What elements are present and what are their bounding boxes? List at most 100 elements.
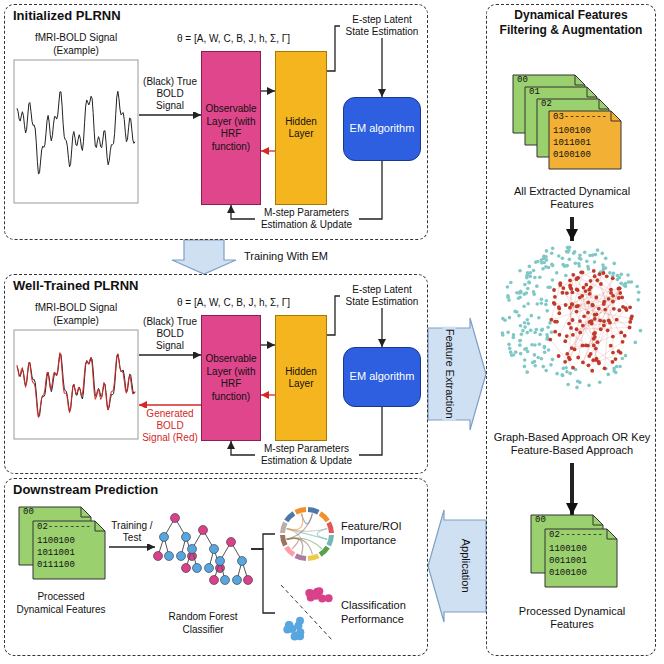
key-dot xyxy=(575,327,579,331)
graph-dot xyxy=(557,254,561,258)
key-dot xyxy=(619,331,623,335)
chord-arc xyxy=(319,511,330,522)
connector xyxy=(251,549,275,613)
feature-stack: Processed Dynamical Features0002--------… xyxy=(13,507,109,619)
graph-dot xyxy=(550,330,554,334)
graph-dot xyxy=(574,261,578,265)
graph-dot xyxy=(508,347,512,351)
key-dot xyxy=(594,296,598,300)
connector xyxy=(261,90,275,91)
graph-dot xyxy=(522,304,526,308)
key-dot xyxy=(609,291,613,295)
key-dot xyxy=(578,296,582,300)
graph-dot xyxy=(518,339,522,343)
node-illustration xyxy=(492,241,652,461)
graph-dot xyxy=(567,248,571,252)
graph-dot xyxy=(523,321,527,325)
key-dot xyxy=(549,318,553,322)
graph-dot xyxy=(545,309,549,313)
graph-dot xyxy=(606,373,610,377)
graph-edge xyxy=(551,283,560,320)
graph-dot xyxy=(608,271,612,275)
key-dot xyxy=(564,303,568,307)
graph-dot xyxy=(529,329,533,333)
graph-dot xyxy=(568,258,572,262)
graph-edge xyxy=(550,340,573,368)
key-dot xyxy=(599,282,603,286)
connector xyxy=(139,354,201,355)
edge-label: M-step Parameters Estimation & Update xyxy=(255,443,359,467)
card-fold xyxy=(95,521,105,531)
graph-dot xyxy=(532,269,536,273)
key-dot xyxy=(578,331,582,335)
graph-dot xyxy=(528,281,532,285)
key-dot xyxy=(598,319,602,323)
graph-dot xyxy=(588,254,592,258)
key-dot xyxy=(588,292,592,296)
graph-dot xyxy=(536,356,540,360)
graph-dot xyxy=(540,328,544,332)
panel-title: Initialized PLRNN xyxy=(13,8,121,24)
panel-title: Downstream Prediction xyxy=(13,482,158,498)
graph-dot xyxy=(619,282,623,286)
graph-dot xyxy=(545,249,549,253)
graph-dot xyxy=(519,324,523,328)
graph-dot xyxy=(518,339,522,343)
key-dot xyxy=(608,321,612,325)
key-dot xyxy=(602,319,606,323)
card-fold xyxy=(611,111,621,121)
key-dot xyxy=(593,335,597,339)
key-dot xyxy=(603,366,607,370)
feature-code: 0111100 xyxy=(37,561,75,571)
graph-dot xyxy=(540,328,544,332)
key-dot xyxy=(598,272,602,276)
em-box: EM algorithm xyxy=(343,347,421,407)
connector xyxy=(139,404,201,405)
graph-dot xyxy=(547,348,551,352)
chord-arc xyxy=(294,507,306,515)
card-fold xyxy=(607,529,617,539)
hidden-layer: Hidden Layer xyxy=(275,315,327,441)
graph-dot xyxy=(517,314,521,318)
graph-dot xyxy=(624,354,628,358)
graph-dot xyxy=(506,285,510,289)
panel: fMRI-BOLD Signal (Example)Observable Lay… xyxy=(4,4,428,240)
feature-code: 03-------- xyxy=(553,113,607,123)
graph-dot xyxy=(512,333,516,337)
card-fold xyxy=(81,507,91,517)
key-dot xyxy=(575,277,579,281)
graph-edge xyxy=(599,274,630,307)
key-dot xyxy=(587,288,591,292)
node-text: EM algorithm xyxy=(350,370,415,384)
key-dot xyxy=(552,301,556,305)
node-text: Observable Layer (with HRF function) xyxy=(204,353,258,403)
edge-label: (Black) True BOLD Signal xyxy=(141,316,199,352)
graph-dot xyxy=(520,332,524,336)
connector xyxy=(139,114,201,115)
key-dot xyxy=(581,344,585,348)
edge-label: (Black) True BOLD Signal xyxy=(141,76,199,112)
graph-dot xyxy=(533,364,537,368)
graph-dot xyxy=(627,280,631,284)
graph-edge xyxy=(567,278,612,354)
node-text: Processed Dynamical Features xyxy=(507,605,637,633)
flow-arrow xyxy=(570,463,574,515)
flow-arrow xyxy=(570,217,574,241)
feature-card xyxy=(549,111,621,169)
graph-dot xyxy=(519,290,523,294)
key-dot xyxy=(587,363,591,367)
graph-dot xyxy=(523,292,527,296)
key-dot xyxy=(578,319,582,323)
graph-dot xyxy=(548,321,552,325)
graph-dot xyxy=(526,287,530,291)
key-dot xyxy=(565,352,569,356)
key-dot xyxy=(603,308,607,312)
graph-dot xyxy=(546,285,550,289)
graph-dot xyxy=(585,259,589,263)
key-dot xyxy=(593,317,597,321)
graph-dot xyxy=(533,331,537,335)
graph-dot xyxy=(519,290,523,294)
node-text: fMRI-BOLD Signal (Example) xyxy=(13,302,139,327)
graph-dot xyxy=(564,366,568,370)
card-fold xyxy=(593,515,603,525)
